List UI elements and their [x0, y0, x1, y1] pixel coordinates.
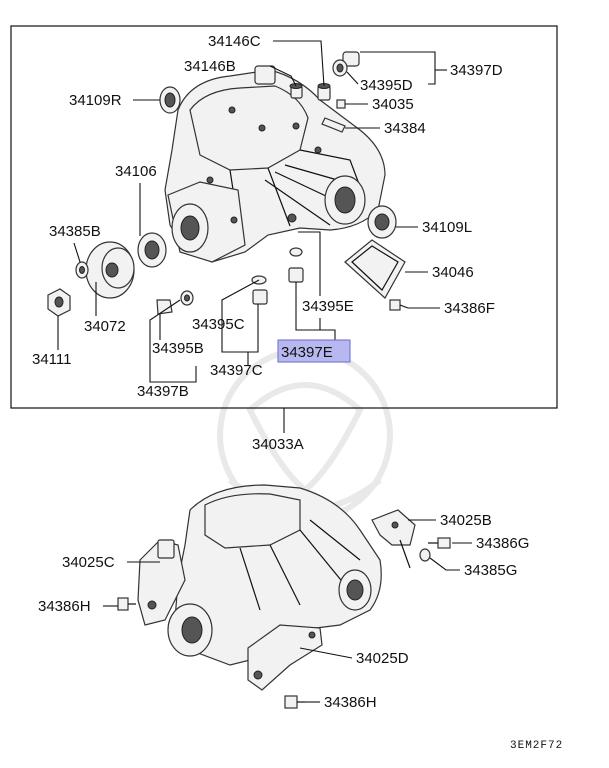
upper-labels: 34146C 34146B 34397D 34395D 34109R 34035…	[32, 33, 503, 453]
stud-34384	[321, 117, 346, 133]
label-34386H-left[interactable]: 34386H	[38, 598, 91, 615]
plug-34397D	[332, 51, 360, 77]
plug-34397E	[288, 247, 304, 283]
plug-34146B	[289, 83, 303, 99]
label-34385B[interactable]: 34385B	[49, 223, 101, 240]
label-34395B[interactable]: 34395B	[152, 340, 204, 357]
label-34035[interactable]: 34035	[372, 96, 414, 113]
label-34146C[interactable]: 34146C	[208, 33, 261, 50]
label-34395E[interactable]: 34395E	[302, 298, 354, 315]
flange-34072	[85, 241, 135, 299]
label-34106[interactable]: 34106	[115, 163, 157, 180]
bolt-34386H-bottom	[284, 695, 305, 709]
differential-assembly-mounted	[117, 484, 451, 709]
label-34397D[interactable]: 34397D	[450, 62, 503, 79]
plug-34397B	[156, 290, 194, 315]
seal-34109R	[159, 86, 181, 114]
label-34397E[interactable]: 34397E	[281, 344, 333, 361]
vent-34035	[336, 99, 346, 109]
label-34395D[interactable]: 34395D	[360, 77, 413, 94]
label-34109R[interactable]: 34109R	[69, 92, 122, 109]
label-34395C[interactable]: 34395C	[192, 316, 245, 333]
lower-leader-lines	[103, 519, 472, 703]
gasket-34106	[137, 232, 167, 268]
nut-34111	[47, 288, 71, 317]
cover-34046	[344, 239, 406, 299]
label-34111[interactable]: 34111	[32, 351, 72, 368]
washer-34385B	[75, 261, 89, 279]
label-34033A[interactable]: 34033A	[252, 436, 304, 453]
diagram-code: 3EM2F72	[510, 740, 563, 752]
label-34397B[interactable]: 34397B	[137, 383, 189, 400]
label-34109L[interactable]: 34109L	[422, 219, 472, 236]
label-34384[interactable]: 34384	[384, 120, 426, 137]
label-34046[interactable]: 34046	[432, 264, 474, 281]
label-34385G[interactable]: 34385G	[464, 562, 517, 579]
washer-34385G	[419, 548, 431, 562]
lower-labels: 34025B 34386G 34025C 34385G 34386H 34025…	[38, 512, 529, 711]
highlight-34397E	[277, 339, 351, 363]
bolt-34386H-left	[117, 597, 136, 611]
label-34025C[interactable]: 34025C	[62, 554, 115, 571]
label-34386H-bottom[interactable]: 34386H	[324, 694, 377, 711]
differential-carrier-exploded	[164, 65, 386, 263]
seal-34109L	[367, 205, 397, 239]
label-34072[interactable]: 34072	[84, 318, 126, 335]
bolt-34386G	[428, 537, 451, 549]
label-34397C[interactable]: 34397C	[210, 362, 263, 379]
label-34386G[interactable]: 34386G	[476, 535, 529, 552]
upper-leader-lines	[57, 40, 447, 433]
label-34025B[interactable]: 34025B	[440, 512, 492, 529]
label-34146B[interactable]: 34146B	[184, 58, 236, 75]
label-34386F[interactable]: 34386F	[444, 300, 495, 317]
plug-34397C	[251, 275, 268, 305]
bolt-34386F	[389, 299, 409, 311]
label-34025D[interactable]: 34025D	[356, 650, 409, 667]
